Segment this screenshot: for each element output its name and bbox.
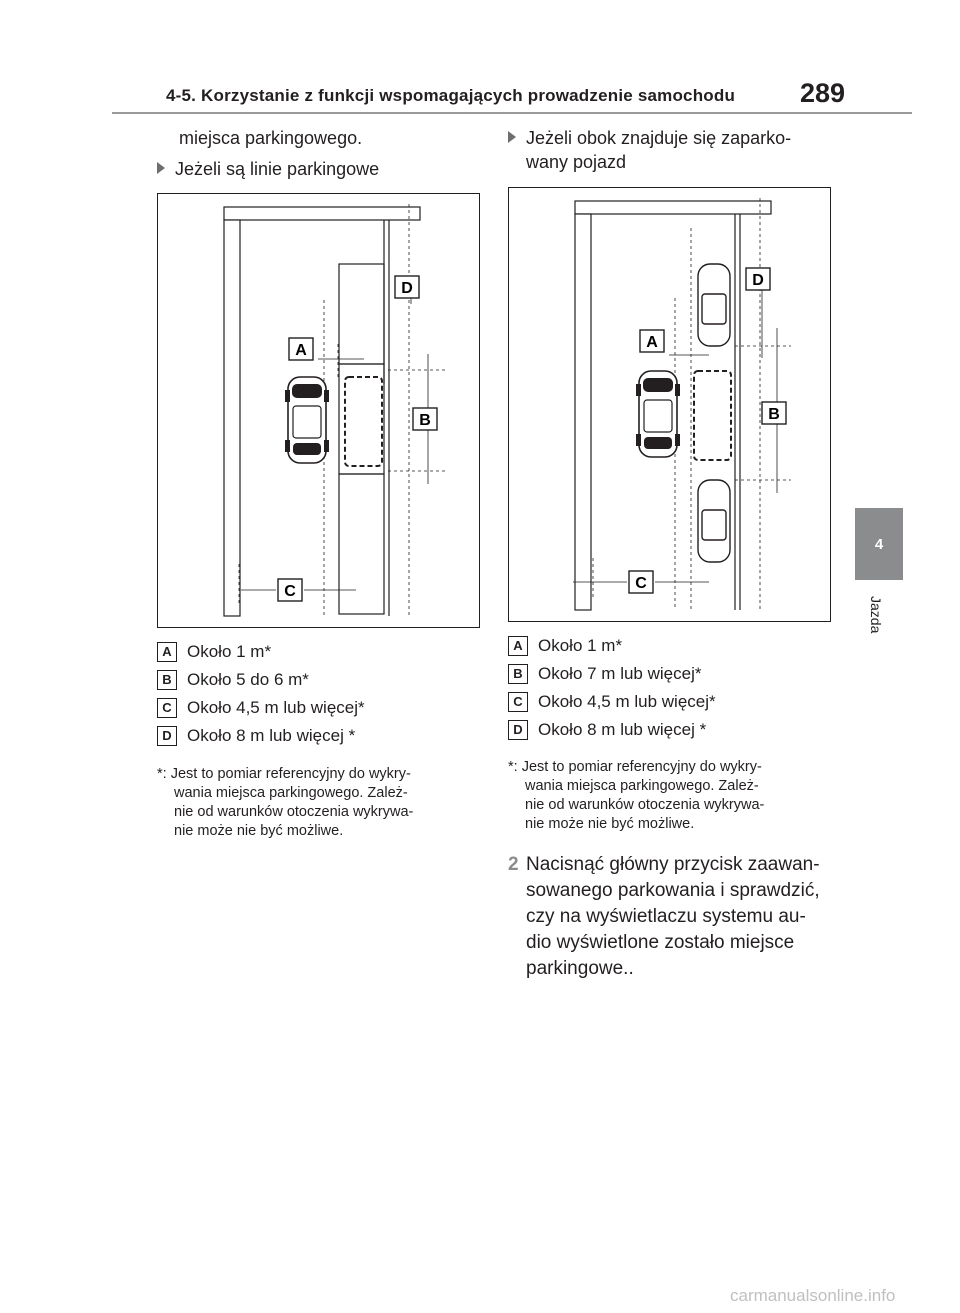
- label-badge: A: [157, 642, 177, 662]
- left-footnote: *: Jest to pomiar referencyjny do wykry-…: [157, 765, 487, 841]
- step-line: Nacisnąć główny przycisk zaawan-: [526, 854, 820, 875]
- footnote-line: *: Jest to pomiar referencyjny do wykry-: [157, 766, 411, 782]
- legend-item: B Około 5 do 6 m*: [157, 666, 365, 694]
- label-badge: B: [508, 664, 528, 684]
- right-footnote: *: Jest to pomiar referencyjny do wykry-…: [508, 758, 838, 834]
- footnote-line: nie może nie być możliwe.: [174, 823, 344, 839]
- label-badge: B: [157, 670, 177, 690]
- legend-item: D Około 8 m lub więcej *: [157, 722, 365, 750]
- legend-item: C Około 4,5 m lub więcej*: [508, 688, 716, 716]
- footnote-line: nie może nie być możliwe.: [525, 816, 695, 832]
- diagram-label-a: A: [646, 334, 658, 351]
- step-line: parkingowe..: [526, 958, 634, 979]
- label-badge: C: [157, 698, 177, 718]
- parked-vehicle-illustration: D A B C: [573, 198, 791, 611]
- legend-item: A Około 1 m*: [157, 638, 365, 666]
- diagram-label-b: B: [768, 406, 780, 423]
- label-badge: D: [508, 720, 528, 740]
- diagram-label-c: C: [284, 583, 296, 600]
- page-number: 289: [800, 78, 846, 108]
- left-heading: Jeżeli są linie parkingowe: [157, 157, 379, 181]
- footnote-line: nie od warunków otoczenia wykrywa-: [525, 797, 765, 813]
- footnote-line: nie od warunków otoczenia wykrywa-: [174, 804, 414, 820]
- legend-text: Około 7 m lub więcej*: [538, 664, 702, 683]
- step-line: czy na wyświetlaczu systemu au-: [526, 906, 806, 927]
- footnote-line: wania miejsca parkingowego. Zależ-: [525, 778, 759, 794]
- parking-lines-illustration: D A B C: [223, 204, 446, 617]
- page-header-title: 4-5. Korzystanie z funkcji wspomagającyc…: [166, 86, 736, 105]
- right-heading: Jeżeli obok znajduje się zaparko- wany p…: [508, 126, 791, 174]
- chapter-label: Jazda: [868, 596, 884, 634]
- legend-item: C Około 4,5 m lub więcej*: [157, 694, 365, 722]
- step-number: 2: [508, 854, 519, 875]
- diagram-label-b: B: [419, 412, 431, 429]
- footnote-line: *: Jest to pomiar referencyjny do wykry-: [508, 759, 762, 775]
- continuation-text: miejsca parkingowego.: [179, 128, 363, 148]
- legend-text: Około 1 m*: [187, 642, 272, 661]
- left-heading-text: Jeżeli są linie parkingowe: [175, 159, 380, 179]
- parked-car-icon: [697, 263, 731, 563]
- step-line: sowanego parkowania i sprawdzić,: [526, 880, 820, 901]
- right-legend-list: A Około 1 m* B Około 7 m lub więcej* C Okoł…: [508, 632, 716, 744]
- label-badge: C: [508, 692, 528, 712]
- footnote-line: wania miejsca parkingowego. Zależ-: [174, 785, 408, 801]
- legend-text: Około 4,5 m lub więcej*: [538, 692, 716, 711]
- legend-text: Około 8 m lub więcej *: [187, 726, 356, 745]
- step-2: 2 Nacisnąć główny przycisk zaawan- sowan…: [508, 852, 838, 982]
- legend-item: A Około 1 m*: [508, 632, 716, 660]
- legend-item: D Około 8 m lub więcej *: [508, 716, 716, 744]
- diagram-label-c: C: [635, 575, 647, 592]
- car-icon: [285, 376, 329, 464]
- diagram-label-d: D: [752, 272, 764, 289]
- footer-watermark: carmanualsonline.info: [730, 1286, 896, 1305]
- parked-vehicle-diagram: D A B C: [508, 187, 831, 622]
- legend-text: Około 5 do 6 m*: [187, 670, 309, 689]
- legend-text: Około 4,5 m lub więcej*: [187, 698, 365, 717]
- right-heading-line: wany pojazd: [526, 152, 627, 172]
- diagram-label-d: D: [401, 280, 413, 297]
- legend-text: Około 8 m lub więcej *: [538, 720, 707, 739]
- parking-lines-diagram: D A B C: [157, 193, 480, 628]
- label-badge: A: [508, 636, 528, 656]
- label-badge: D: [157, 726, 177, 746]
- step-line: dio wyświetlone zostało miejsce: [526, 932, 795, 953]
- triangle-bullet-icon: [508, 131, 516, 143]
- right-heading-line: Jeżeli obok znajduje się zaparko-: [526, 128, 792, 148]
- header-divider: [112, 112, 912, 114]
- legend-text: Około 1 m*: [538, 636, 623, 655]
- left-legend-list: A Około 1 m* B Około 5 do 6 m* C Około 4,5 …: [157, 638, 365, 750]
- legend-item: B Około 7 m lub więcej*: [508, 660, 716, 688]
- diagram-label-a: A: [295, 342, 307, 359]
- chapter-number: 4: [874, 535, 884, 553]
- triangle-bullet-icon: [157, 162, 165, 174]
- chapter-tab: 4: [855, 508, 903, 580]
- car-icon: [636, 370, 680, 458]
